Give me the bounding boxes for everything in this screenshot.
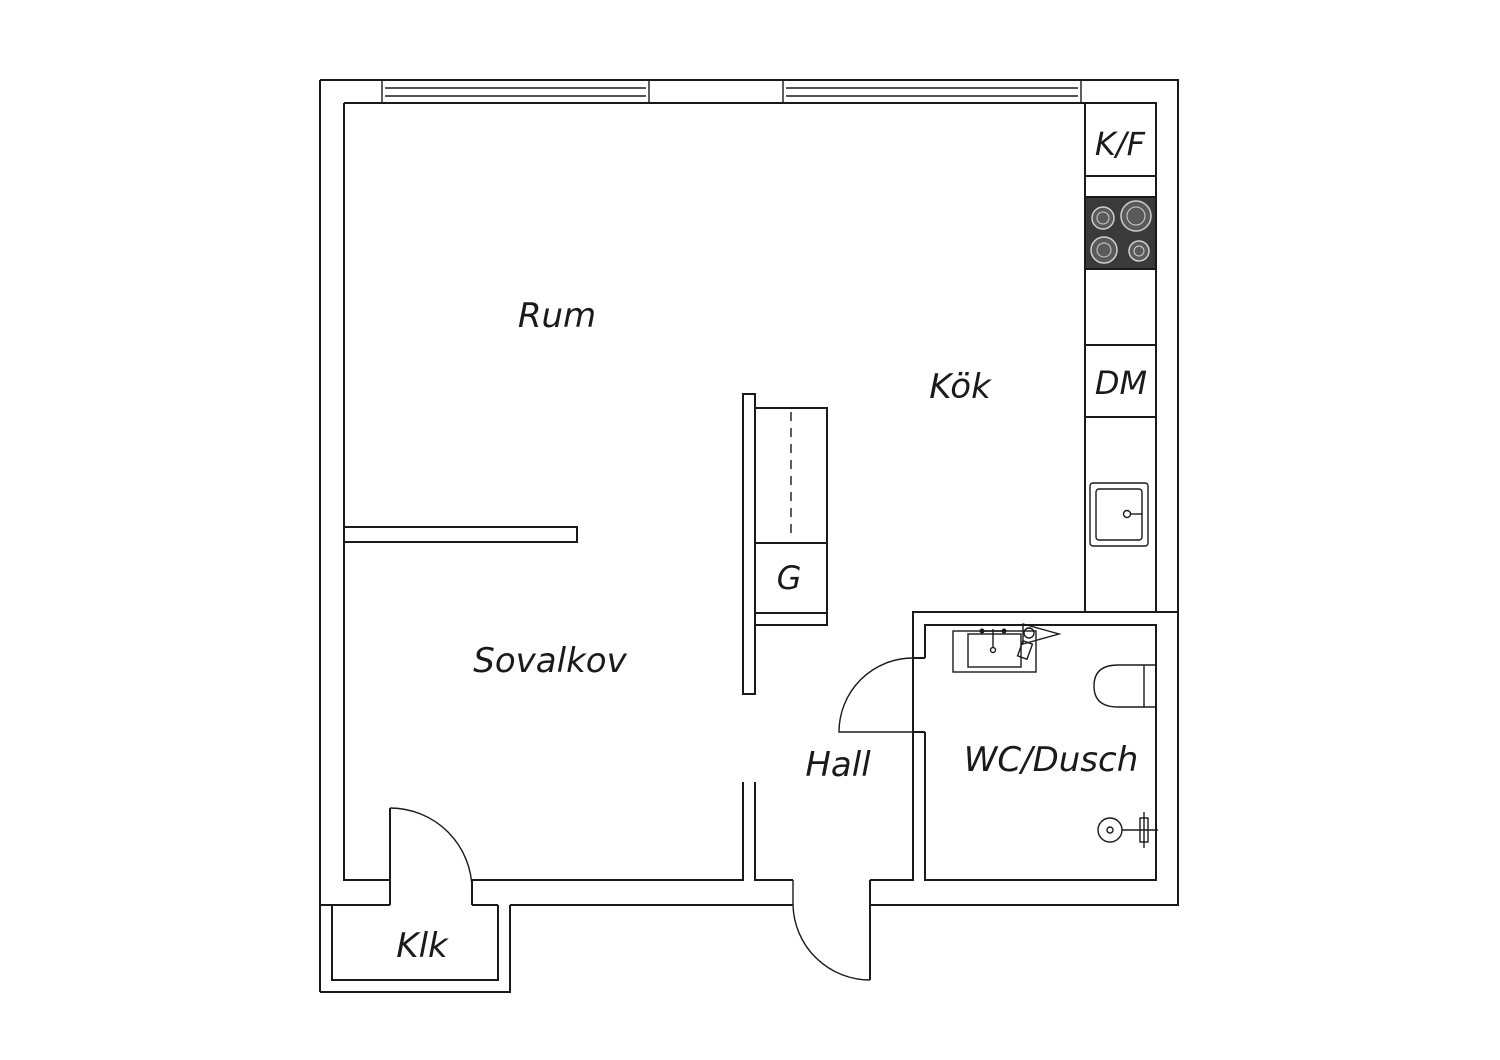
room-label-klk: Klk xyxy=(396,926,449,966)
closet-klk xyxy=(320,807,511,993)
entrance-door[interactable] xyxy=(792,880,871,981)
room-label-rum: Rum xyxy=(518,296,596,336)
partition-wall-rum-sovalkov xyxy=(343,526,578,543)
central-partition xyxy=(742,393,828,695)
kitchen-counter xyxy=(1084,102,1157,613)
fixture-label-wardrobe: G xyxy=(777,559,802,597)
bathroom-walls xyxy=(912,611,1178,881)
bathroom-sink-icon xyxy=(952,628,1037,673)
room-label-hall: Hall xyxy=(805,745,871,785)
kitchen-sink-icon xyxy=(1089,482,1149,547)
room-label-wc-dusch: WC/Dusch xyxy=(964,740,1139,780)
shower-icon xyxy=(1097,812,1158,848)
room-label-sovalkov: Sovalkov xyxy=(473,641,627,681)
fixture-label-dishwasher: DM xyxy=(1095,364,1147,402)
soap-dispenser-icon xyxy=(1016,623,1062,661)
toilet-icon xyxy=(1093,664,1156,708)
wardrobe xyxy=(754,542,828,626)
fixture-label-fridge-freezer: K/F xyxy=(1095,125,1146,163)
window-right xyxy=(782,79,1082,104)
stove-icon xyxy=(1084,196,1157,270)
window-left xyxy=(381,79,650,104)
room-label-kok: Kök xyxy=(929,367,992,407)
bathroom-door[interactable] xyxy=(838,657,914,733)
